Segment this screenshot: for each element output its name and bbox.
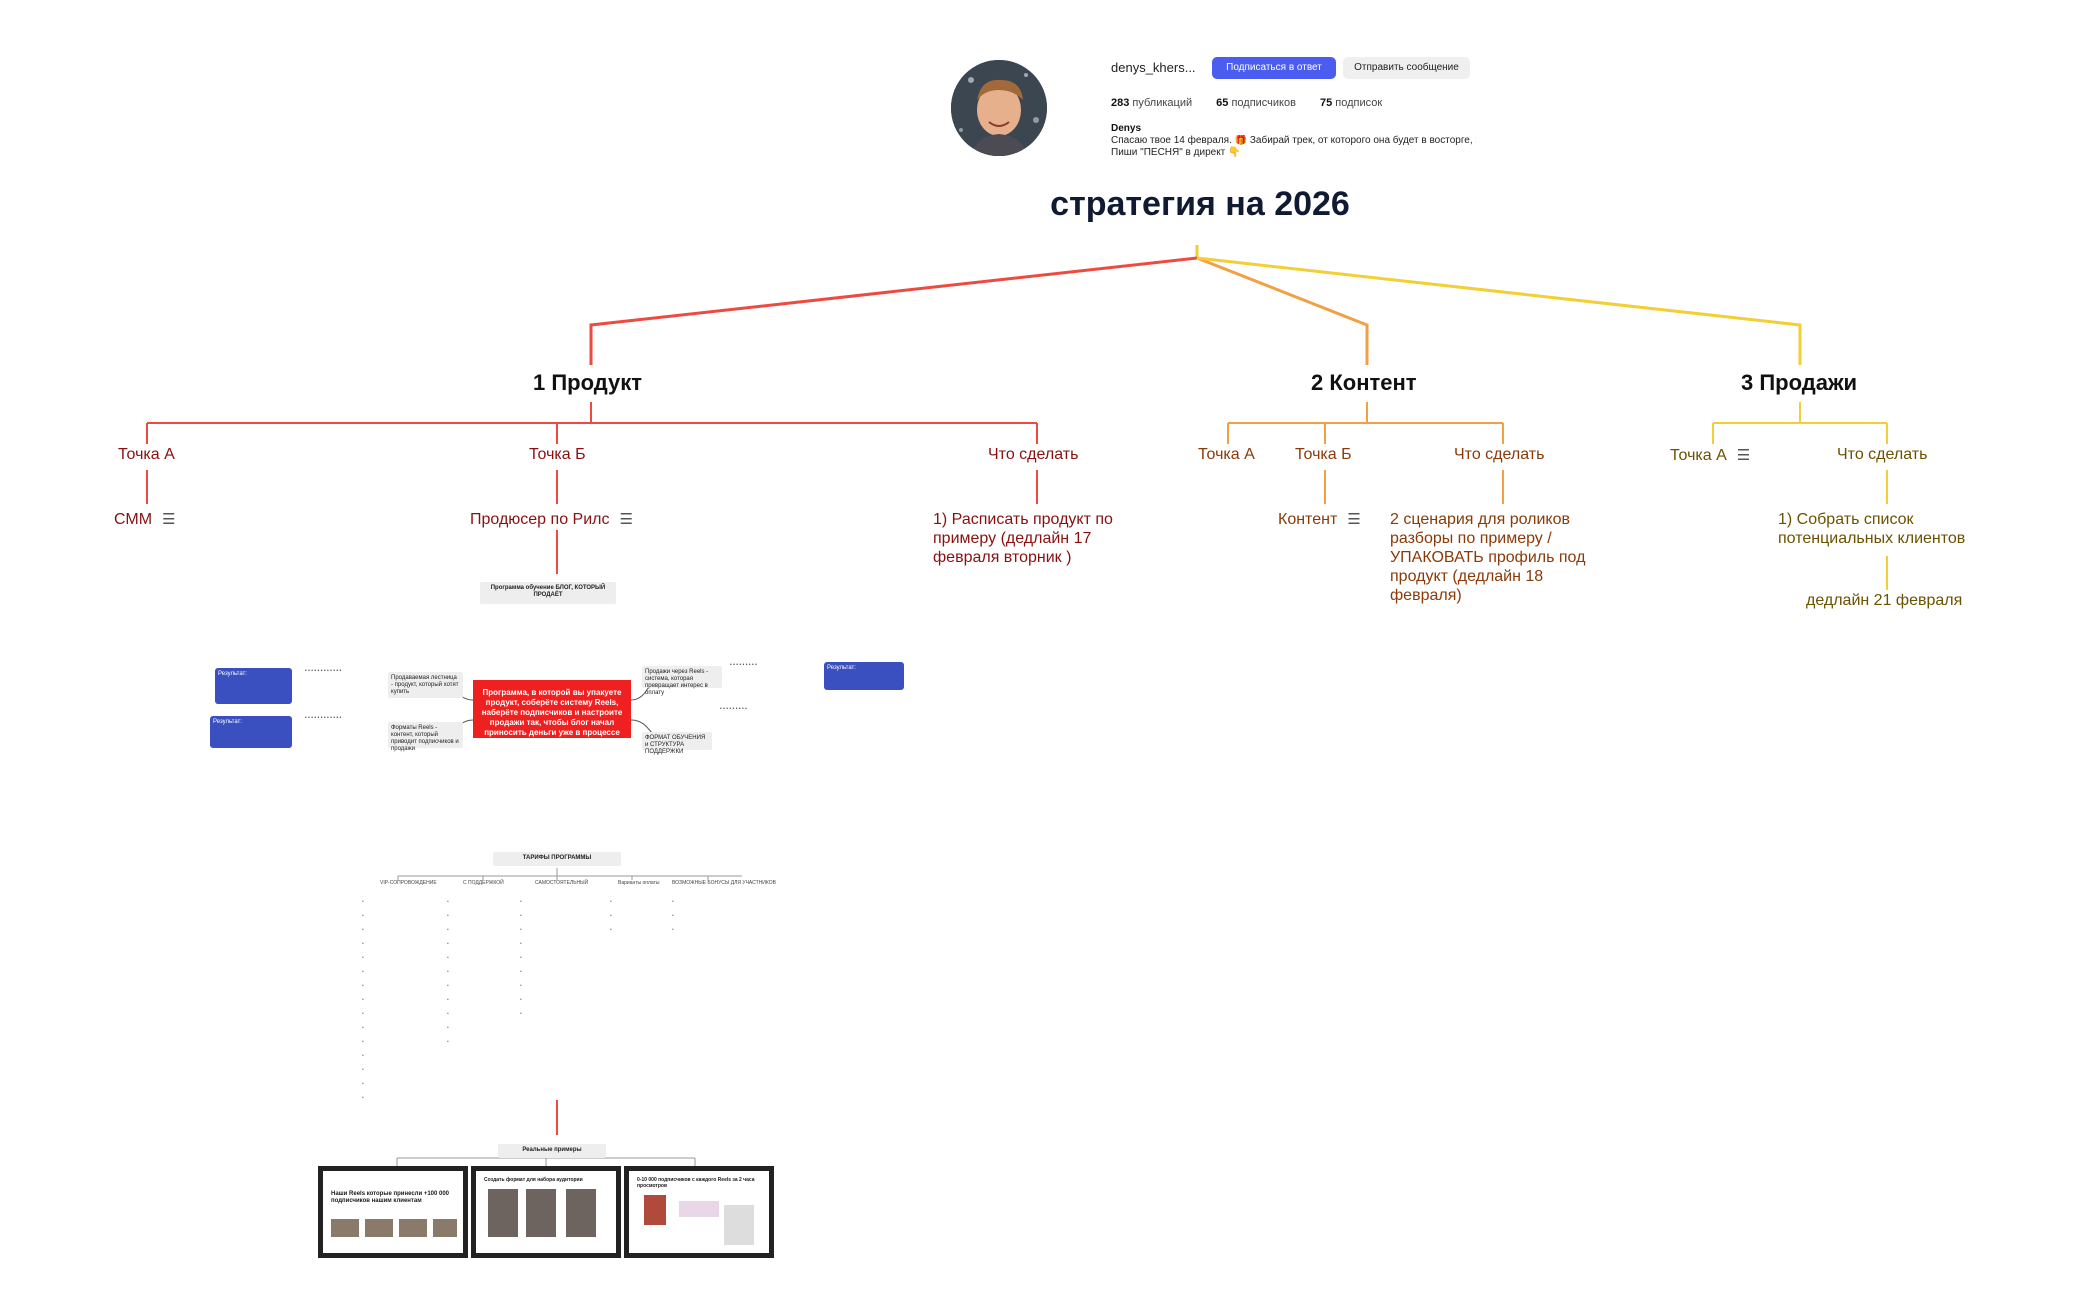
bio-line-1: Спасаю твое 14 февраля. 🎁 Забирай трек, … bbox=[1111, 135, 1476, 146]
tariff-col-5[interactable]: ВОЗМОЖНЫЕ БОНУСЫ ДЛЯ УЧАСТНИКОВ bbox=[672, 880, 776, 886]
program-label[interactable]: Программа обучение БЛОГ, КОТОРЫЙ ПРОДАЁТ bbox=[480, 582, 616, 604]
content-todo-value[interactable]: 2 сценария для роликов разборы по пример… bbox=[1390, 511, 1586, 604]
result-note-3: Результат: bbox=[824, 662, 904, 690]
profile-name: Denys bbox=[1111, 123, 1142, 134]
slide-3-caption: 0-10 000 подписчиков с каждого Reels за … bbox=[637, 1177, 755, 1189]
note-icon: ☰ bbox=[619, 511, 633, 528]
mm-left-bottom[interactable]: Форматы Reels - контент, который приводи… bbox=[388, 722, 463, 752]
map-title[interactable]: стратегия на 2026 bbox=[1050, 185, 1350, 223]
note-icon: ☰ bbox=[1347, 511, 1361, 528]
example-slide-3[interactable]: 0-10 000 подписчиков с каждого Reels за … bbox=[624, 1166, 774, 1258]
tariff-detail: ••••••••••• bbox=[447, 899, 449, 1045]
product-point-b-value[interactable]: Продюсер по Рилс☰ bbox=[470, 511, 633, 528]
profile-bio: Спасаю твое 14 февраля. 🎁 Забирай трек, … bbox=[1111, 135, 1476, 159]
tariff-detail: ••••••••••••••• bbox=[362, 899, 364, 1101]
tariffs-title[interactable]: ТАРИФЫ ПРОГРАММЫ bbox=[493, 852, 621, 866]
content-point-a[interactable]: Точка А bbox=[1198, 446, 1255, 463]
slide-1-caption: Наши Reels которые принесли +100 000 под… bbox=[331, 1191, 450, 1204]
mm-detail: • • • • • • • • • bbox=[720, 706, 747, 712]
branch-sales[interactable]: 3 Продажи bbox=[1741, 370, 1858, 395]
example-slide-1[interactable]: Наши Reels которые принесли +100 000 под… bbox=[318, 1166, 468, 1258]
product-point-a-value[interactable]: СММ☰ bbox=[114, 511, 176, 528]
sales-todo-value[interactable]: 1) Собрать список потенциальных клиентов bbox=[1778, 511, 1966, 547]
content-todo[interactable]: Что сделать bbox=[1454, 446, 1545, 463]
content-point-b[interactable]: Точка Б bbox=[1295, 446, 1352, 463]
send-message-button[interactable]: Отправить сообщение bbox=[1343, 57, 1470, 79]
mm-detail: • • • • • • • • • bbox=[730, 662, 757, 668]
profile-avatar[interactable] bbox=[951, 60, 1047, 156]
mm-detail: • • • • • • • • • • • • bbox=[305, 715, 342, 721]
mm-right-bottom[interactable]: ФОРМАТ ОБУЧЕНИЯ и СТРУКТУРА ПОДДЕРЖКИ bbox=[642, 732, 712, 755]
mm-center[interactable]: Программа, в которой вы упакуете продукт… bbox=[473, 680, 631, 747]
note-icon: ☰ bbox=[162, 511, 176, 528]
slide-2-caption: Создать формат для набора аудитории bbox=[484, 1177, 583, 1183]
product-todo[interactable]: Что сделать bbox=[988, 446, 1079, 463]
following-stat[interactable]: 75 подписок bbox=[1319, 97, 1383, 109]
profile-username[interactable]: denys_khers... bbox=[1111, 60, 1196, 75]
tariff-col-3[interactable]: САМОСТОЯТЕЛЬНЫЙ bbox=[535, 880, 589, 886]
mm-right-top[interactable]: Продажи через Reels - система, которая п… bbox=[642, 666, 722, 696]
sales-deadline[interactable]: дедлайн 21 февраля bbox=[1806, 592, 1963, 609]
follow-back-button[interactable]: Подписаться в ответ bbox=[1212, 57, 1336, 79]
result-note-2: Результат: bbox=[210, 716, 292, 748]
examples-title[interactable]: Реальные примеры bbox=[498, 1144, 606, 1158]
profile-stats: 283 публикаций 65 подписчиков 75 подписо… bbox=[1111, 97, 1382, 109]
mm-left-top[interactable]: Продаваемая лестница - продукт, который … bbox=[388, 672, 463, 698]
branch-product[interactable]: 1 Продукт bbox=[533, 370, 643, 395]
content-point-b-value[interactable]: Контент☰ bbox=[1278, 511, 1361, 528]
product-point-a[interactable]: Точка А bbox=[118, 446, 175, 463]
note-icon: ☰ bbox=[1736, 447, 1751, 464]
sales-todo[interactable]: Что сделать bbox=[1837, 446, 1928, 463]
branch-content[interactable]: 2 Контент bbox=[1311, 370, 1417, 395]
tariff-detail: ••• bbox=[672, 899, 674, 933]
mm-detail: • • • • • • • • • • • • bbox=[305, 668, 342, 674]
result-note-1: Результат: bbox=[215, 668, 292, 704]
product-point-b[interactable]: Точка Б bbox=[529, 446, 586, 463]
sales-point-a[interactable]: Точка А☰ bbox=[1670, 447, 1751, 464]
tariff-col-4[interactable]: Варианты оплаты bbox=[618, 880, 660, 886]
avatar-photo bbox=[951, 60, 1047, 156]
tariff-col-1[interactable]: VIP-СОПРОВОЖДЕНИЕ bbox=[380, 880, 437, 886]
followers-stat[interactable]: 65 подписчиков bbox=[1216, 97, 1296, 109]
bio-line-2: Пиши "ПЕСНЯ" в директ 👇 bbox=[1111, 147, 1241, 158]
product-todo-value[interactable]: 1) Расписать продукт по примеру (дедлайн… bbox=[933, 511, 1113, 566]
example-slide-2[interactable]: Создать формат для набора аудитории bbox=[471, 1166, 621, 1258]
tariff-col-2[interactable]: С ПОДДЕРЖКОЙ bbox=[463, 880, 504, 886]
tariff-detail: ••• bbox=[610, 899, 612, 933]
posts-stat[interactable]: 283 публикаций bbox=[1111, 97, 1193, 109]
tariff-detail: ••••••••• bbox=[520, 899, 522, 1017]
